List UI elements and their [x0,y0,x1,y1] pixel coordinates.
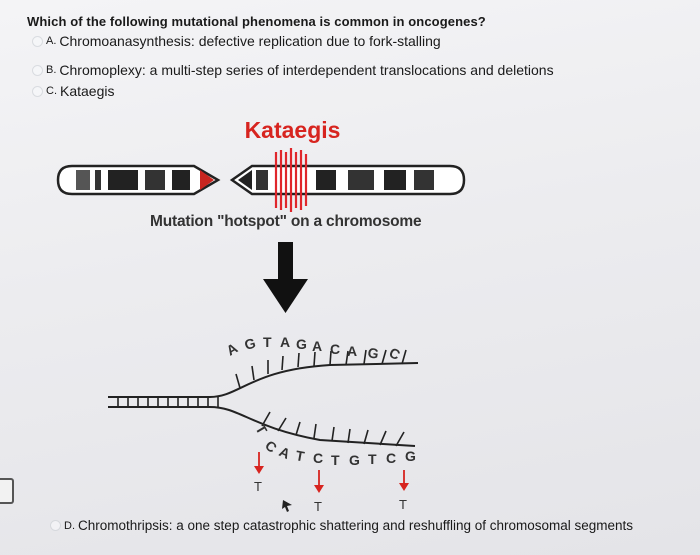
base: G [366,344,380,362]
base: C [330,341,340,357]
dna-strands [108,349,419,447]
base: A [312,338,322,354]
radio-button[interactable] [50,520,61,531]
base: A [280,334,290,350]
figure-title: Kataegis [244,117,341,143]
chromosome-icon [56,148,466,212]
base: T [263,334,272,350]
radio-button[interactable] [32,64,43,76]
base: T [252,422,270,438]
mutation-base: T [314,499,322,514]
mutation-base: T [399,497,407,512]
option-a[interactable]: A. Chromoanasynthesis: defective replica… [32,33,441,49]
question-text: Which of the following mutational phenom… [27,14,486,29]
base: G [405,448,416,464]
down-arrow-icon [263,242,308,313]
option-d[interactable]: D. Chromothripsis: a one step catastroph… [50,518,633,533]
option-text: Chromothripsis: a one step catastrophic … [78,518,634,533]
option-letter: C. [46,85,57,97]
top-strand-bases: A G T A G A C A G C [224,334,403,363]
base: C [262,437,280,456]
mutation-hotspot [274,148,308,212]
option-text: Kataegis [60,83,115,99]
mutation-labels: T T T [254,479,407,514]
base: A [347,343,357,359]
base: G [349,452,360,468]
base: C [313,450,323,466]
base: G [296,336,307,352]
base: A [277,443,293,462]
mutation-arrows [254,452,409,493]
option-c[interactable]: C. Kataegis [32,83,114,99]
base: C [387,344,403,363]
option-letter: D. [64,519,75,532]
option-text: Chromoplexy: a multi-step series of inte… [59,62,554,78]
radio-button[interactable] [32,35,43,47]
mutation-base: T [254,479,262,494]
base: T [368,451,377,467]
base: T [331,452,340,468]
base: C [386,450,396,466]
radio-button[interactable] [32,85,43,97]
base: A [224,340,241,359]
option-text: Chromoanasynthesis: defective replicatio… [59,33,441,49]
mouse-cursor-icon [282,500,292,512]
side-tab[interactable] [0,478,14,504]
option-letter: B. [46,64,57,76]
figure-caption: Mutation "hotspot" on a chromosome [150,213,422,230]
base: T [294,447,306,464]
option-b[interactable]: B. Chromoplexy: a multi-step series of i… [32,62,554,78]
option-letter: A. [46,35,57,47]
base: G [243,335,258,353]
